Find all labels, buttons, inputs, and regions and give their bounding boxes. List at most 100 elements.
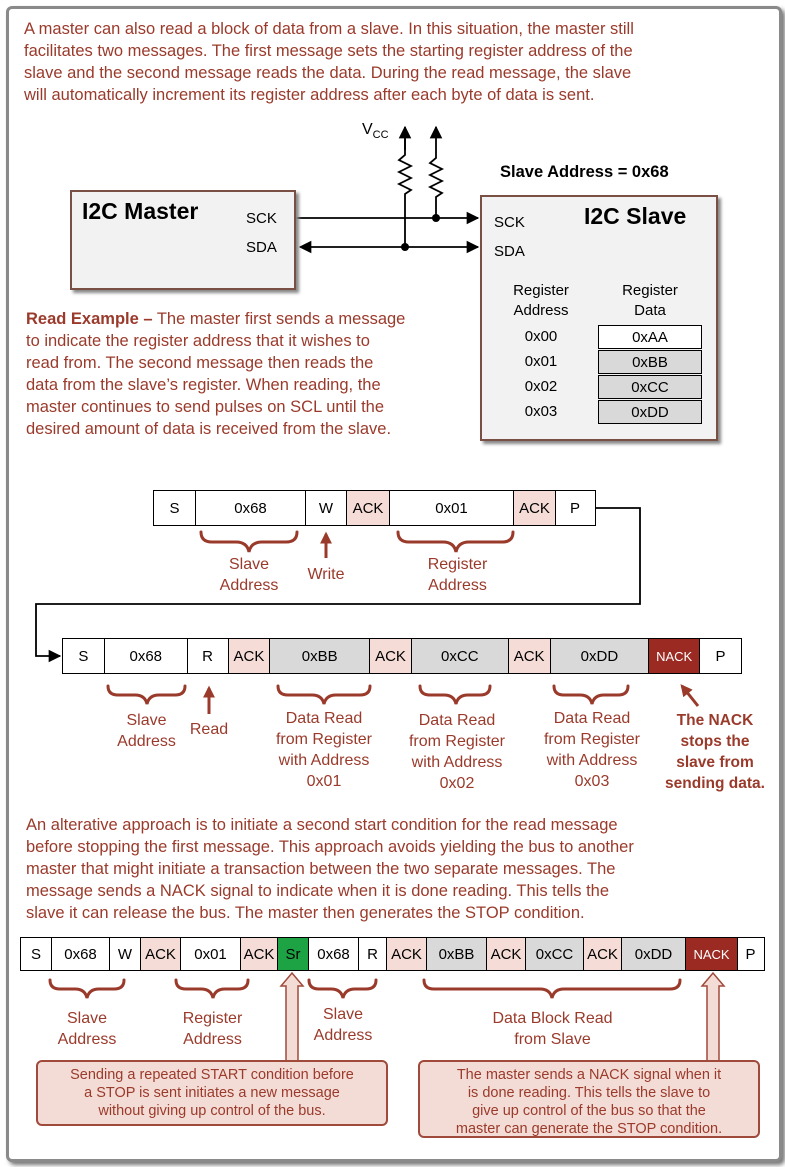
register-address: 0x00 bbox=[524, 328, 558, 345]
data-byte: 0xCC bbox=[411, 639, 509, 673]
slave-address-title: Slave Address = 0x68 bbox=[500, 163, 669, 181]
brace bbox=[106, 684, 187, 705]
ack-bit: ACK bbox=[584, 938, 622, 970]
rw-bit: W bbox=[110, 938, 141, 970]
read-example-heading: Read Example – bbox=[26, 310, 153, 328]
repeated-start-bit: Sr bbox=[278, 938, 309, 970]
annotation-graphics bbox=[35, 507, 726, 1063]
data-byte: 0xCC bbox=[526, 938, 584, 970]
continuation-connector bbox=[35, 507, 641, 663]
register-byte: 0x01 bbox=[390, 491, 514, 525]
junction-dot bbox=[401, 243, 409, 251]
stop-bit: P bbox=[745, 945, 756, 963]
register-data-cell: 0xCC bbox=[598, 375, 702, 399]
rw-bit: R bbox=[359, 938, 387, 970]
start-bit: S bbox=[21, 938, 52, 970]
brace bbox=[199, 530, 299, 553]
master-sda-label: SDA bbox=[246, 239, 277, 256]
stop-bit: P bbox=[569, 499, 580, 517]
rw-bit: W bbox=[306, 491, 347, 525]
rw-bit: R bbox=[188, 639, 229, 673]
data-byte: 0xBB bbox=[270, 639, 371, 673]
slave-sda-label: SDA bbox=[494, 243, 525, 260]
start-bit: S bbox=[154, 491, 196, 525]
register-address: 0x01 bbox=[524, 353, 558, 370]
intro-paragraph: A master can also read a block of data f… bbox=[24, 18, 634, 106]
brace bbox=[552, 684, 630, 705]
address-byte: 0x68 bbox=[52, 938, 110, 970]
seq1-write-label: Write bbox=[307, 566, 345, 583]
brace bbox=[418, 684, 492, 705]
register-address: 0x03 bbox=[524, 403, 558, 420]
brace bbox=[174, 978, 250, 999]
ack-bit: ACK bbox=[228, 639, 271, 673]
seq2-read-label: Read bbox=[189, 721, 229, 738]
read-example-paragraph: Read Example – The master first sends a … bbox=[26, 310, 406, 438]
stop-bit: P bbox=[715, 647, 726, 665]
nack-bit: NACK bbox=[686, 938, 738, 970]
read-message-sequence: S 0x68 R ACK 0xBB ACK 0xCC ACK 0xDD NACK… bbox=[62, 638, 742, 674]
junction-dot bbox=[432, 214, 440, 222]
register-data-cell: 0xAA bbox=[598, 325, 702, 349]
intro-line: slave and the second message reads the d… bbox=[24, 64, 632, 82]
brace bbox=[422, 978, 682, 999]
ack-bit: ACK bbox=[487, 938, 526, 970]
i2c-master-box bbox=[70, 190, 296, 290]
data-byte: 0xBB bbox=[427, 938, 487, 970]
nack-bit: NACK bbox=[649, 639, 701, 673]
intro-line: facilitates two messages. The first mess… bbox=[24, 42, 633, 60]
start-bit: S bbox=[63, 639, 105, 673]
address-byte: 0x68 bbox=[309, 938, 359, 970]
vcc-label: VCC bbox=[362, 121, 389, 142]
data-byte: 0xDD bbox=[622, 938, 686, 970]
sda-pullup-resistor bbox=[396, 132, 414, 247]
nack-callout-arrow bbox=[700, 971, 726, 1063]
master-title: I2C Master bbox=[82, 198, 199, 224]
brace bbox=[396, 530, 515, 553]
intro-line: will automatically increment its registe… bbox=[24, 86, 595, 104]
nack-arrow bbox=[680, 684, 700, 707]
intro-line: A master can also read a block of data f… bbox=[24, 20, 634, 38]
brace bbox=[276, 684, 372, 705]
sck-pullup-resistor bbox=[427, 150, 445, 218]
address-byte: 0x68 bbox=[196, 491, 306, 525]
ack-bit: ACK bbox=[241, 938, 278, 970]
brace bbox=[48, 978, 126, 999]
sr-callout-arrow bbox=[279, 971, 305, 1063]
ack-bit: ACK bbox=[347, 491, 390, 525]
ack-bit: ACK bbox=[508, 639, 551, 673]
slave-sck-label: SCK bbox=[494, 214, 525, 231]
repeated-start-sequence: S 0x68 W ACK 0x01 ACK Sr 0x68 R ACK 0xBB… bbox=[20, 937, 765, 971]
brace bbox=[307, 978, 378, 999]
repeated-start-callout: Sending a repeated START condition befor… bbox=[36, 1060, 388, 1126]
slave-title: I2C Slave bbox=[584, 203, 687, 229]
ack-bit: ACK bbox=[514, 491, 556, 525]
data-byte: 0xDD bbox=[550, 639, 650, 673]
ack-bit: ACK bbox=[141, 938, 181, 970]
master-sck-label: SCK bbox=[246, 210, 277, 227]
write-message-sequence: S 0x68 W ACK 0x01 ACK P bbox=[153, 490, 596, 526]
ack-bit: ACK bbox=[370, 639, 412, 673]
ack-bit: ACK bbox=[387, 938, 427, 970]
alternative-paragraph: An alterative approach is to initiate a … bbox=[26, 816, 634, 922]
address-byte: 0x68 bbox=[105, 639, 188, 673]
register-data-cell: 0xBB bbox=[598, 350, 702, 374]
bus-wiring bbox=[296, 125, 480, 254]
register-address: 0x02 bbox=[524, 378, 558, 395]
register-data-cell: 0xDD bbox=[598, 400, 702, 424]
register-byte: 0x01 bbox=[181, 938, 241, 970]
